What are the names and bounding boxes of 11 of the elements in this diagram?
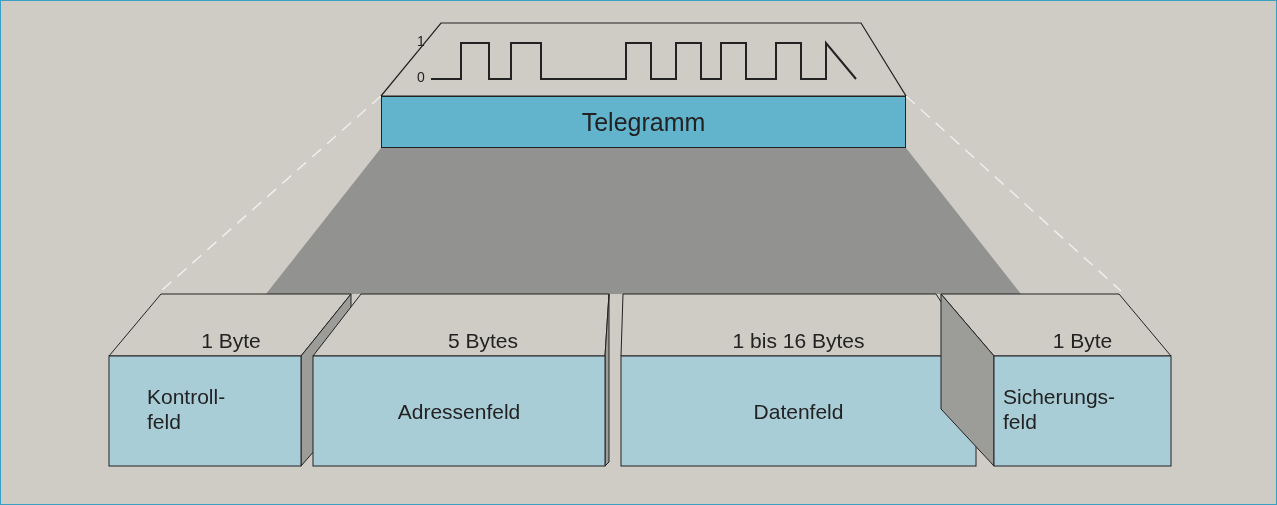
field-name: Datenfeld [752,399,845,424]
field-name: Kontroll- feld [147,384,227,434]
size-label: 5 Bytes [446,328,519,353]
size-label: 1 bis 16 Bytes [731,328,866,353]
size-label: 1 Byte [1051,328,1114,353]
field-name: Sicherungs- feld [1003,384,1113,434]
axis-label: 0 [417,69,425,85]
field-name: Adressenfeld [396,399,522,424]
telegram-bar [381,96,906,148]
bar-label: Telegramm [580,110,707,135]
size-label: 1 Byte [200,328,262,353]
